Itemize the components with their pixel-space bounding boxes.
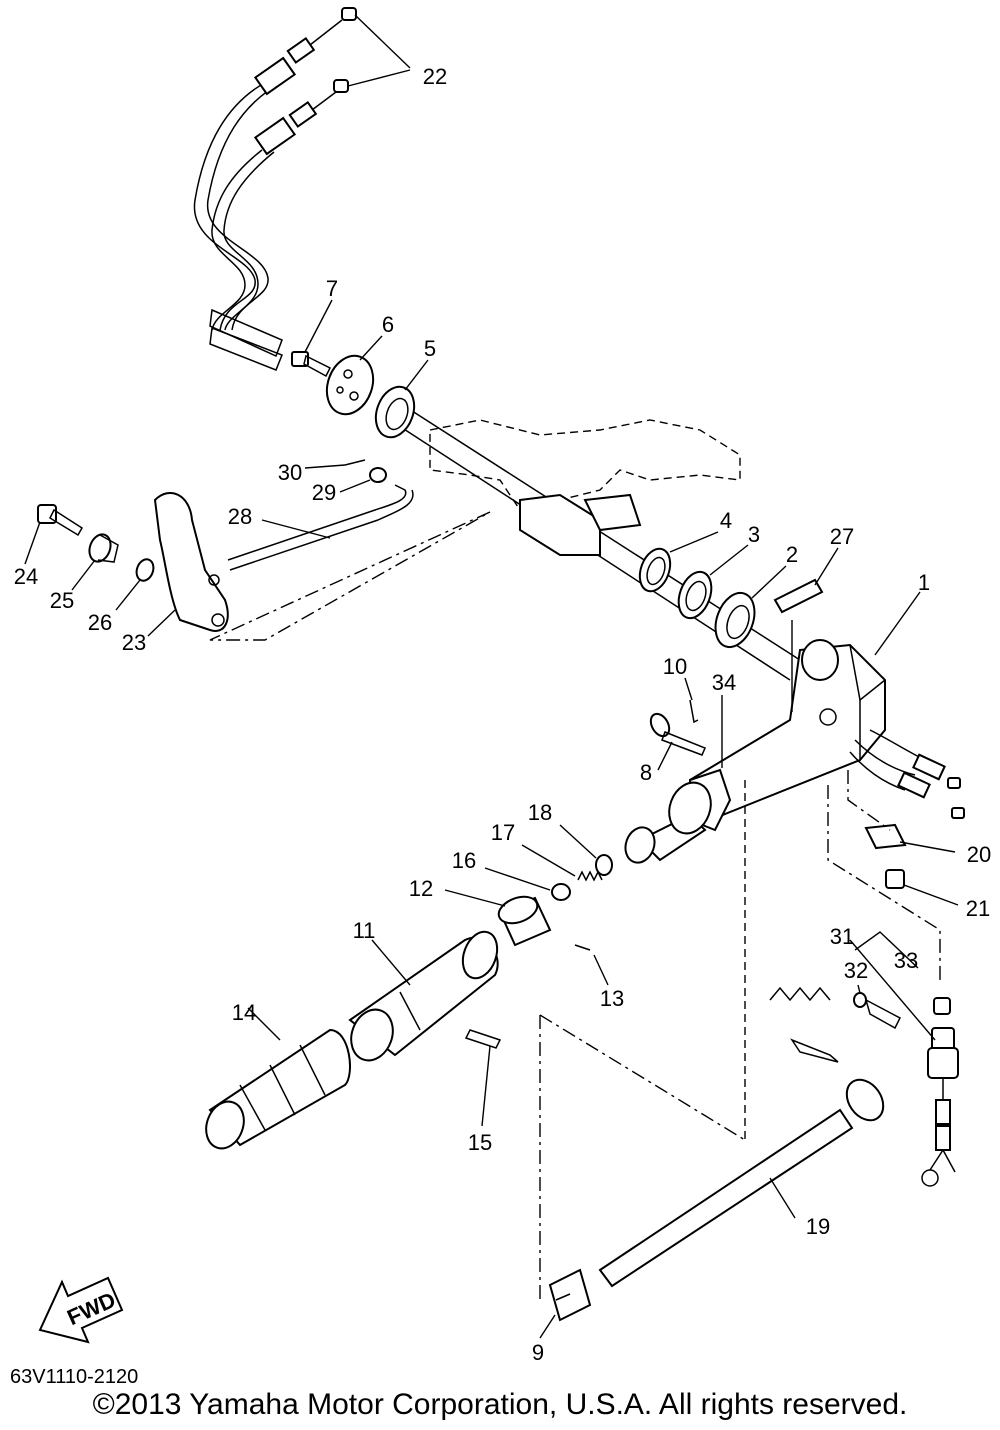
callout-28: 28 — [228, 504, 252, 529]
callout-19: 19 — [806, 1214, 830, 1239]
callout-8: 8 — [640, 760, 652, 785]
part-11-handle-body — [348, 930, 499, 1062]
part-14-grip — [205, 1007, 351, 1150]
callout-33: 33 — [894, 948, 918, 973]
part-23-lever — [147, 491, 229, 637]
part-17-spring — [521, 844, 603, 882]
callout-18: 18 — [528, 800, 552, 825]
callout-23: 23 — [122, 630, 146, 655]
callout-31: 31 — [830, 924, 854, 949]
part-10-pin — [684, 677, 699, 724]
callout-27: 27 — [830, 524, 854, 549]
callout-15: 15 — [468, 1130, 492, 1155]
callout-22: 22 — [423, 64, 447, 89]
callout-14: 14 — [232, 1000, 256, 1025]
callout-11: 11 — [353, 918, 376, 943]
part-13-screw — [574, 944, 609, 986]
callout-24: 24 — [14, 564, 38, 589]
part-4-washer — [638, 531, 719, 593]
part-8-bolt — [649, 712, 706, 771]
part-24-bolt — [24, 504, 84, 565]
part-29-washer — [339, 467, 387, 493]
callout-3: 3 — [748, 522, 760, 547]
part-7-bolt — [291, 299, 333, 378]
part-5-grommet — [374, 359, 429, 439]
callout-7: 7 — [326, 276, 338, 301]
part-3-clip — [677, 544, 749, 620]
part-21-screw — [885, 869, 959, 906]
callout-29: 29 — [312, 480, 336, 505]
part-code: 63V1110-2120 — [10, 1366, 139, 1388]
part-20-clip — [864, 823, 956, 853]
callout-34: 34 — [712, 670, 736, 695]
callout-10: 10 — [663, 654, 687, 679]
callout-labels: 22 7 6 5 30 29 28 24 25 26 23 4 3 2 27 1… — [14, 64, 991, 1365]
part-26-clip — [115, 558, 155, 611]
part-31-switch — [849, 939, 959, 1187]
callout-1: 1 — [918, 570, 930, 595]
part-27-label — [773, 547, 839, 614]
part-16-washer — [484, 867, 571, 901]
handle-barrel — [624, 780, 746, 1140]
copyright-notice: ©2013 Yamaha Motor Corporation, U.S.A. A… — [92, 1388, 908, 1421]
callout-5: 5 — [424, 336, 436, 361]
part-15-screw — [464, 1029, 502, 1127]
callout-30: 30 — [278, 460, 302, 485]
callout-6: 6 — [382, 312, 394, 337]
upper-shift-shaft — [389, 399, 801, 681]
callout-20: 20 — [967, 842, 991, 867]
part-33-bracket — [854, 931, 951, 1015]
callout-2: 2 — [786, 542, 798, 567]
callout-16: 16 — [452, 848, 476, 873]
callout-25: 25 — [50, 588, 74, 613]
fwd-arrow: FWD — [38, 1276, 124, 1344]
callout-17: 17 — [491, 820, 515, 845]
callout-26: 26 — [88, 610, 112, 635]
part-9-block — [539, 1268, 592, 1339]
part-25-collar — [71, 533, 119, 591]
part-28-rod — [227, 484, 414, 571]
part-30-pin — [304, 459, 366, 469]
part-32-spring — [769, 984, 901, 1063]
part-18-nut — [559, 824, 613, 876]
part-12-collar — [444, 889, 552, 947]
part-6-plate — [325, 335, 383, 416]
callout-21: 21 — [966, 896, 990, 921]
callout-4: 4 — [720, 508, 732, 533]
assembly-lines — [209, 511, 941, 1300]
part-19-shaft — [598, 1078, 885, 1288]
part-2-bushing — [714, 565, 787, 649]
control-cables — [193, 7, 411, 371]
callout-13: 13 — [600, 986, 624, 1011]
callout-32: 32 — [844, 958, 868, 983]
callout-12: 12 — [409, 876, 433, 901]
callout-9: 9 — [532, 1340, 544, 1365]
